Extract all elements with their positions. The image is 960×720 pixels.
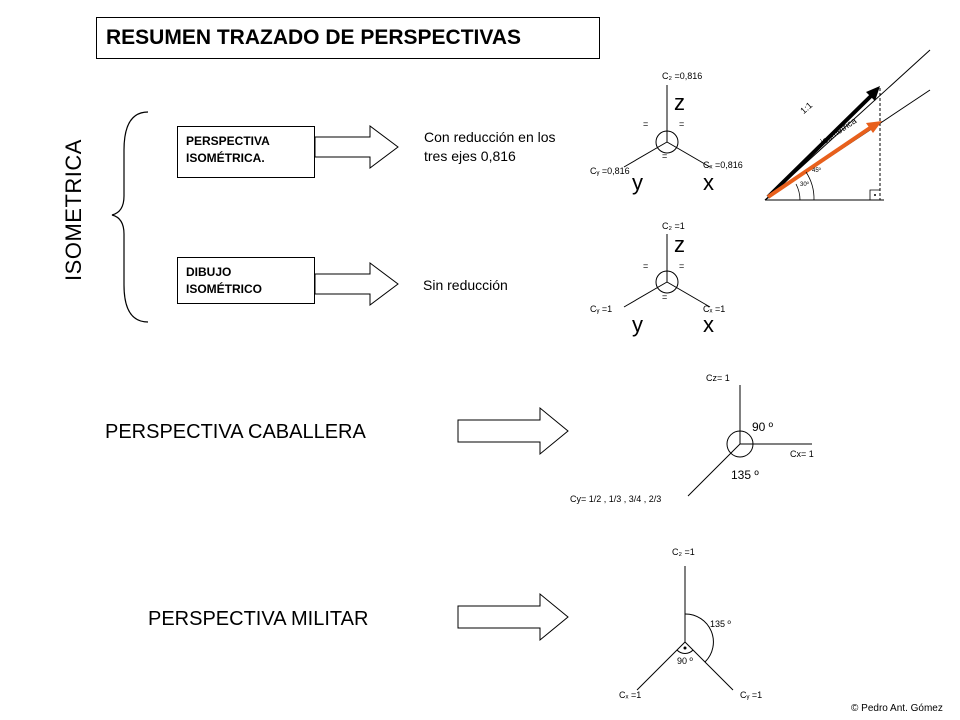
militar-cz-label: C₂ =1 <box>672 547 695 557</box>
caballera-angle90: 90 º <box>752 420 774 434</box>
scale-diagram <box>764 49 931 201</box>
dib-cx-label: Cₓ =1 <box>703 304 726 314</box>
angle-30-label: 30º <box>800 182 809 188</box>
iso-eq-bottom: = <box>662 151 668 161</box>
arrow-militar <box>457 592 569 642</box>
iso-axes-reduced <box>623 85 711 168</box>
dibujo-description: Sin reducción <box>423 277 508 293</box>
iso-cz-label: C₂ =0,816 <box>662 71 703 81</box>
isometric-arrow <box>766 126 872 199</box>
dib-y-letter: y <box>632 312 643 337</box>
caballera-axes <box>687 385 812 497</box>
dib-cz-label: C₂ =1 <box>662 221 685 231</box>
true-length-arrow <box>766 93 874 199</box>
militar-axes <box>636 566 734 691</box>
iso-axes-full <box>623 234 711 308</box>
iso-description-line1: Con reducción en los <box>424 129 556 145</box>
credit-text: © Pedro Ant. Gómez <box>851 703 943 714</box>
iso-description-line2: tres ejes 0,816 <box>424 148 516 164</box>
dib-cy-label: Cᵧ =1 <box>590 304 613 314</box>
caballera-cy-label: Cy= 1/2 , 1/3 , 3/4 , 2/3 <box>570 494 662 504</box>
iso-cx-label: Cₓ =0,816 <box>703 160 743 170</box>
militar-angle90: 90 º <box>677 656 693 666</box>
iso-z-letter: z <box>674 90 685 115</box>
arrow-caballera <box>457 406 569 456</box>
perspectiva-isometrica-line2: ISOMÉTRICA. <box>186 151 265 165</box>
caballera-angle135: 135 º <box>731 468 759 482</box>
militar-cy-label: Cᵧ =1 <box>740 690 763 700</box>
iso-y-letter: y <box>632 170 643 195</box>
dibujo-isometrico-line2: ISOMÉTRICO <box>186 282 263 296</box>
dib-x-letter: x <box>703 312 714 337</box>
caballera-cx-label: Cx= 1 <box>790 449 814 459</box>
militar-angle135: 135 º <box>710 619 731 629</box>
dib-eq-bottom: = <box>662 292 668 302</box>
dib-z-letter: z <box>674 232 685 257</box>
dib-eq-left: = <box>643 261 649 271</box>
iso-description: Con reducción en los tres ejes 0,816 <box>424 128 556 166</box>
iso-x-letter: x <box>703 170 714 195</box>
perspectiva-isometrica-box: PERSPECTIVA ISOMÉTRICA. <box>177 126 315 178</box>
iso-eq-left: = <box>643 119 649 129</box>
iso-eq-right: = <box>679 119 685 129</box>
angle-45-label: 45º <box>812 168 821 174</box>
dibujo-isometrico-line1: DIBUJO <box>186 265 232 279</box>
dib-eq-right: = <box>679 261 685 271</box>
arrow-isometrica <box>314 125 399 169</box>
caballera-title: PERSPECTIVA CABALLERA <box>105 421 366 443</box>
arrow-dibujo <box>314 262 399 306</box>
militar-cx-label: Cₓ =1 <box>619 690 642 700</box>
isometrica-brace <box>111 111 149 323</box>
militar-title: PERSPECTIVA MILITAR <box>148 608 369 630</box>
perspectiva-isometrica-line1: PERSPECTIVA <box>186 134 270 148</box>
caballera-cz-label: Cz= 1 <box>706 373 730 383</box>
dibujo-isometrico-box: DIBUJO ISOMÉTRICO <box>177 257 315 304</box>
page-title: RESUMEN TRAZADO DE PERSPECTIVAS <box>96 17 600 59</box>
iso-cy-label: Cᵧ =0,816 <box>590 166 630 176</box>
